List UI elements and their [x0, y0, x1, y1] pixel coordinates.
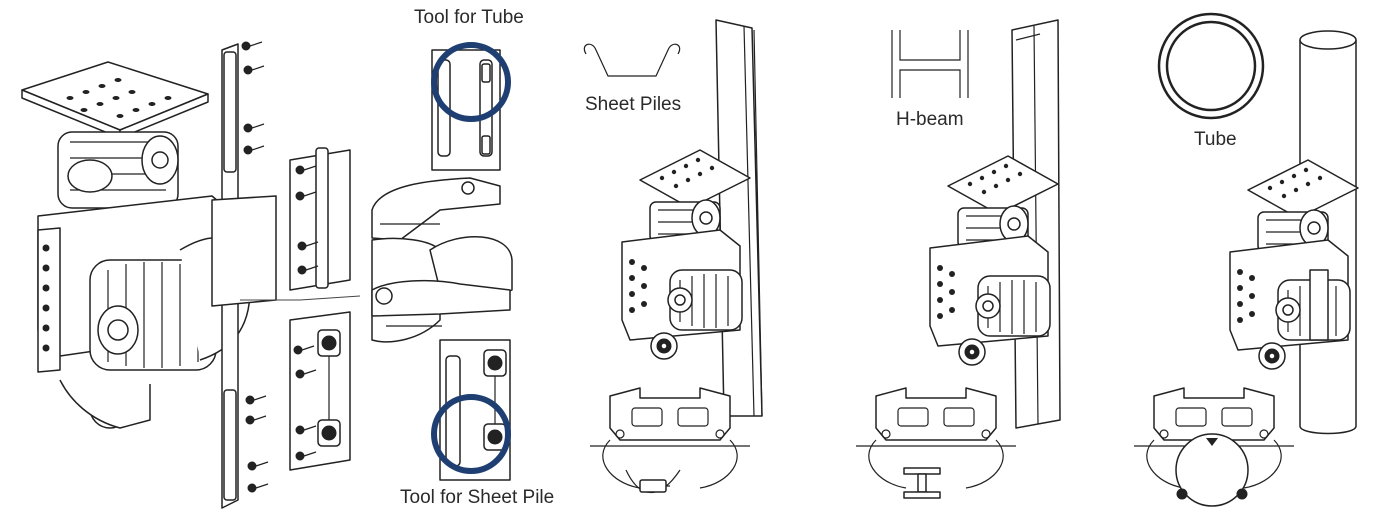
tube-tool-highlight-ring: [431, 42, 511, 122]
label-tube: Tube: [1194, 129, 1237, 150]
tube-configuration: [1133, 12, 1359, 507]
tool-sets-view: [371, 42, 513, 481]
sheet-pile-tool-highlight-ring: [431, 394, 511, 474]
label-h-beam: H-beam: [896, 109, 964, 130]
tube-profile-icon: [1157, 12, 1265, 120]
exploded-assembly-view: [21, 41, 361, 509]
h-beam-profile-icon: [891, 30, 969, 98]
sheet-pile-configuration: [583, 19, 763, 494]
h-beam-configuration: [855, 19, 1061, 499]
label-tool-for-sheet-pile: Tool for Sheet Pile: [400, 487, 555, 508]
label-tool-for-tube: Tool for Tube: [414, 7, 524, 28]
sheet-pile-profile-icon: [583, 43, 681, 77]
label-sheet-piles: Sheet Piles: [585, 94, 682, 115]
